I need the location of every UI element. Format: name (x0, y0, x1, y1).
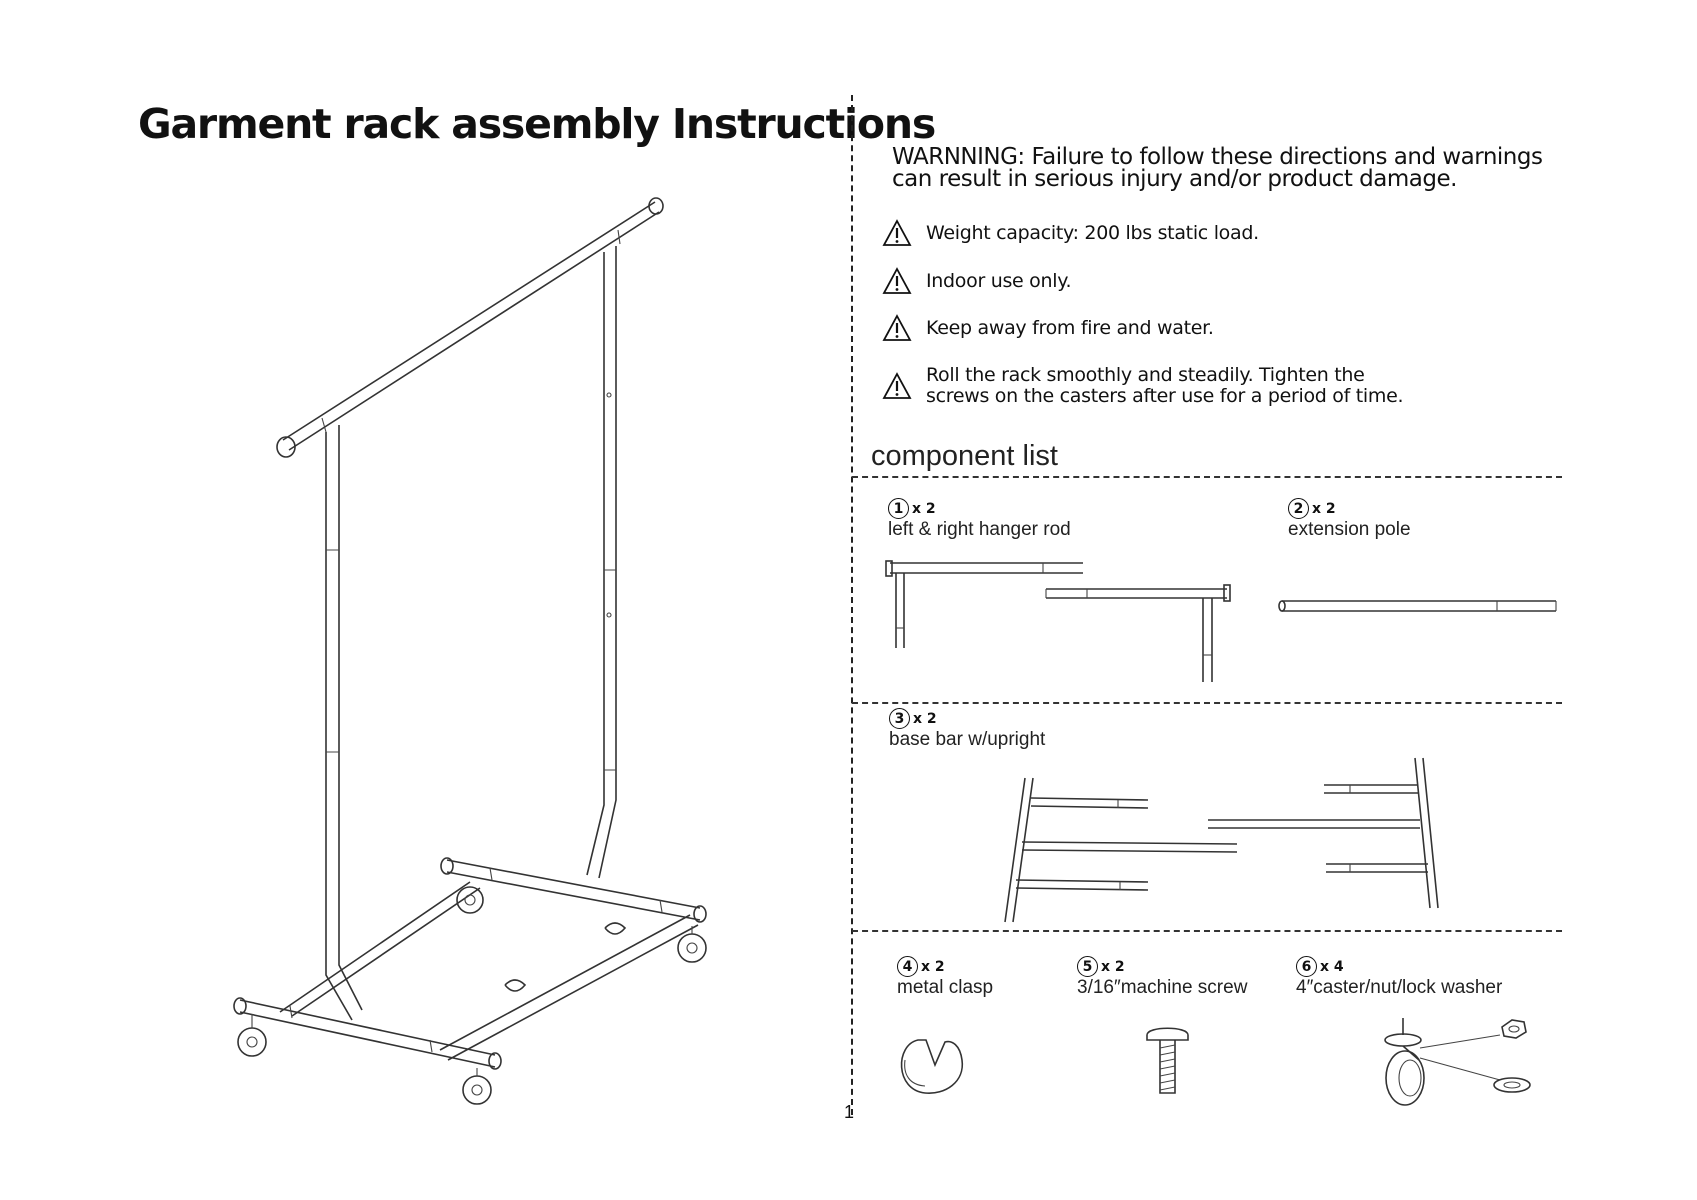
warning-item: Indoor use only. (882, 267, 1072, 295)
component-2: 2 x 2 extension pole (1288, 498, 1411, 541)
component-quantity: x 2 (913, 710, 937, 727)
component-name: left & right hanger rod (888, 519, 1071, 540)
warning-item: Keep away from fire and water. (882, 314, 1214, 342)
component-quantity: x 2 (1101, 958, 1125, 975)
warning-text: Weight capacity: 200 lbs static load. (926, 221, 1259, 244)
component-6: 6 x 4 4″caster/nut/lock washer (1296, 956, 1502, 999)
warning-triangle-icon (882, 267, 912, 294)
component-4: 4 x 2 metal clasp (897, 956, 993, 999)
page-number: 1 (844, 1102, 855, 1122)
warning-text-line2: screws on the casters after use for a pe… (926, 385, 1404, 407)
component-number-badge: 5 (1077, 956, 1098, 977)
section-separator (852, 702, 1562, 704)
component-number-badge: 1 (888, 498, 909, 519)
warning-item: Weight capacity: 200 lbs static load. (882, 219, 1259, 247)
warning-triangle-icon (882, 314, 912, 341)
component-number-badge: 4 (897, 956, 918, 977)
component-number-badge: 6 (1296, 956, 1317, 977)
warning-heading: WARNNING: Failure to follow these direct… (892, 144, 1543, 192)
component-name: 3/16″machine screw (1077, 977, 1248, 998)
section-separator (852, 476, 1562, 478)
component-quantity: x 2 (912, 500, 936, 517)
component-3: 3 x 2 base bar w/upright (889, 708, 1045, 751)
component-name: base bar w/upright (889, 729, 1046, 750)
warning-item: Roll the rack smoothly and steadily. Tig… (882, 364, 1404, 407)
component-quantity: x 2 (1312, 500, 1336, 517)
component-number-badge: 3 (889, 708, 910, 729)
section-separator (852, 930, 1562, 932)
warning-text: Indoor use only. (926, 269, 1072, 292)
component-name: 4″caster/nut/lock washer (1296, 977, 1503, 998)
page-title: Garment rack assembly Instructions (138, 100, 936, 148)
warning-heading-line1: WARNNING: Failure to follow these direct… (892, 144, 1543, 170)
warning-heading-line2: can result in serious injury and/or prod… (892, 166, 1457, 192)
component-quantity: x 4 (1320, 958, 1344, 975)
warning-text: Keep away from fire and water. (926, 316, 1214, 339)
component-quantity: x 2 (921, 958, 945, 975)
warning-text-line1: Roll the rack smoothly and steadily. Tig… (926, 364, 1365, 386)
component-5: 5 x 2 3/16″machine screw (1077, 956, 1247, 999)
component-1: 1 x 2 left & right hanger rod (888, 498, 1071, 541)
warning-text: Roll the rack smoothly and steadily. Tig… (926, 364, 1404, 407)
center-divider (851, 95, 853, 1115)
component-name: extension pole (1288, 519, 1411, 540)
component-number-badge: 2 (1288, 498, 1309, 519)
component-name: metal clasp (897, 977, 994, 998)
warning-triangle-icon (882, 219, 912, 246)
component-list-title: component list (871, 440, 1058, 472)
warning-triangle-icon (882, 372, 912, 399)
